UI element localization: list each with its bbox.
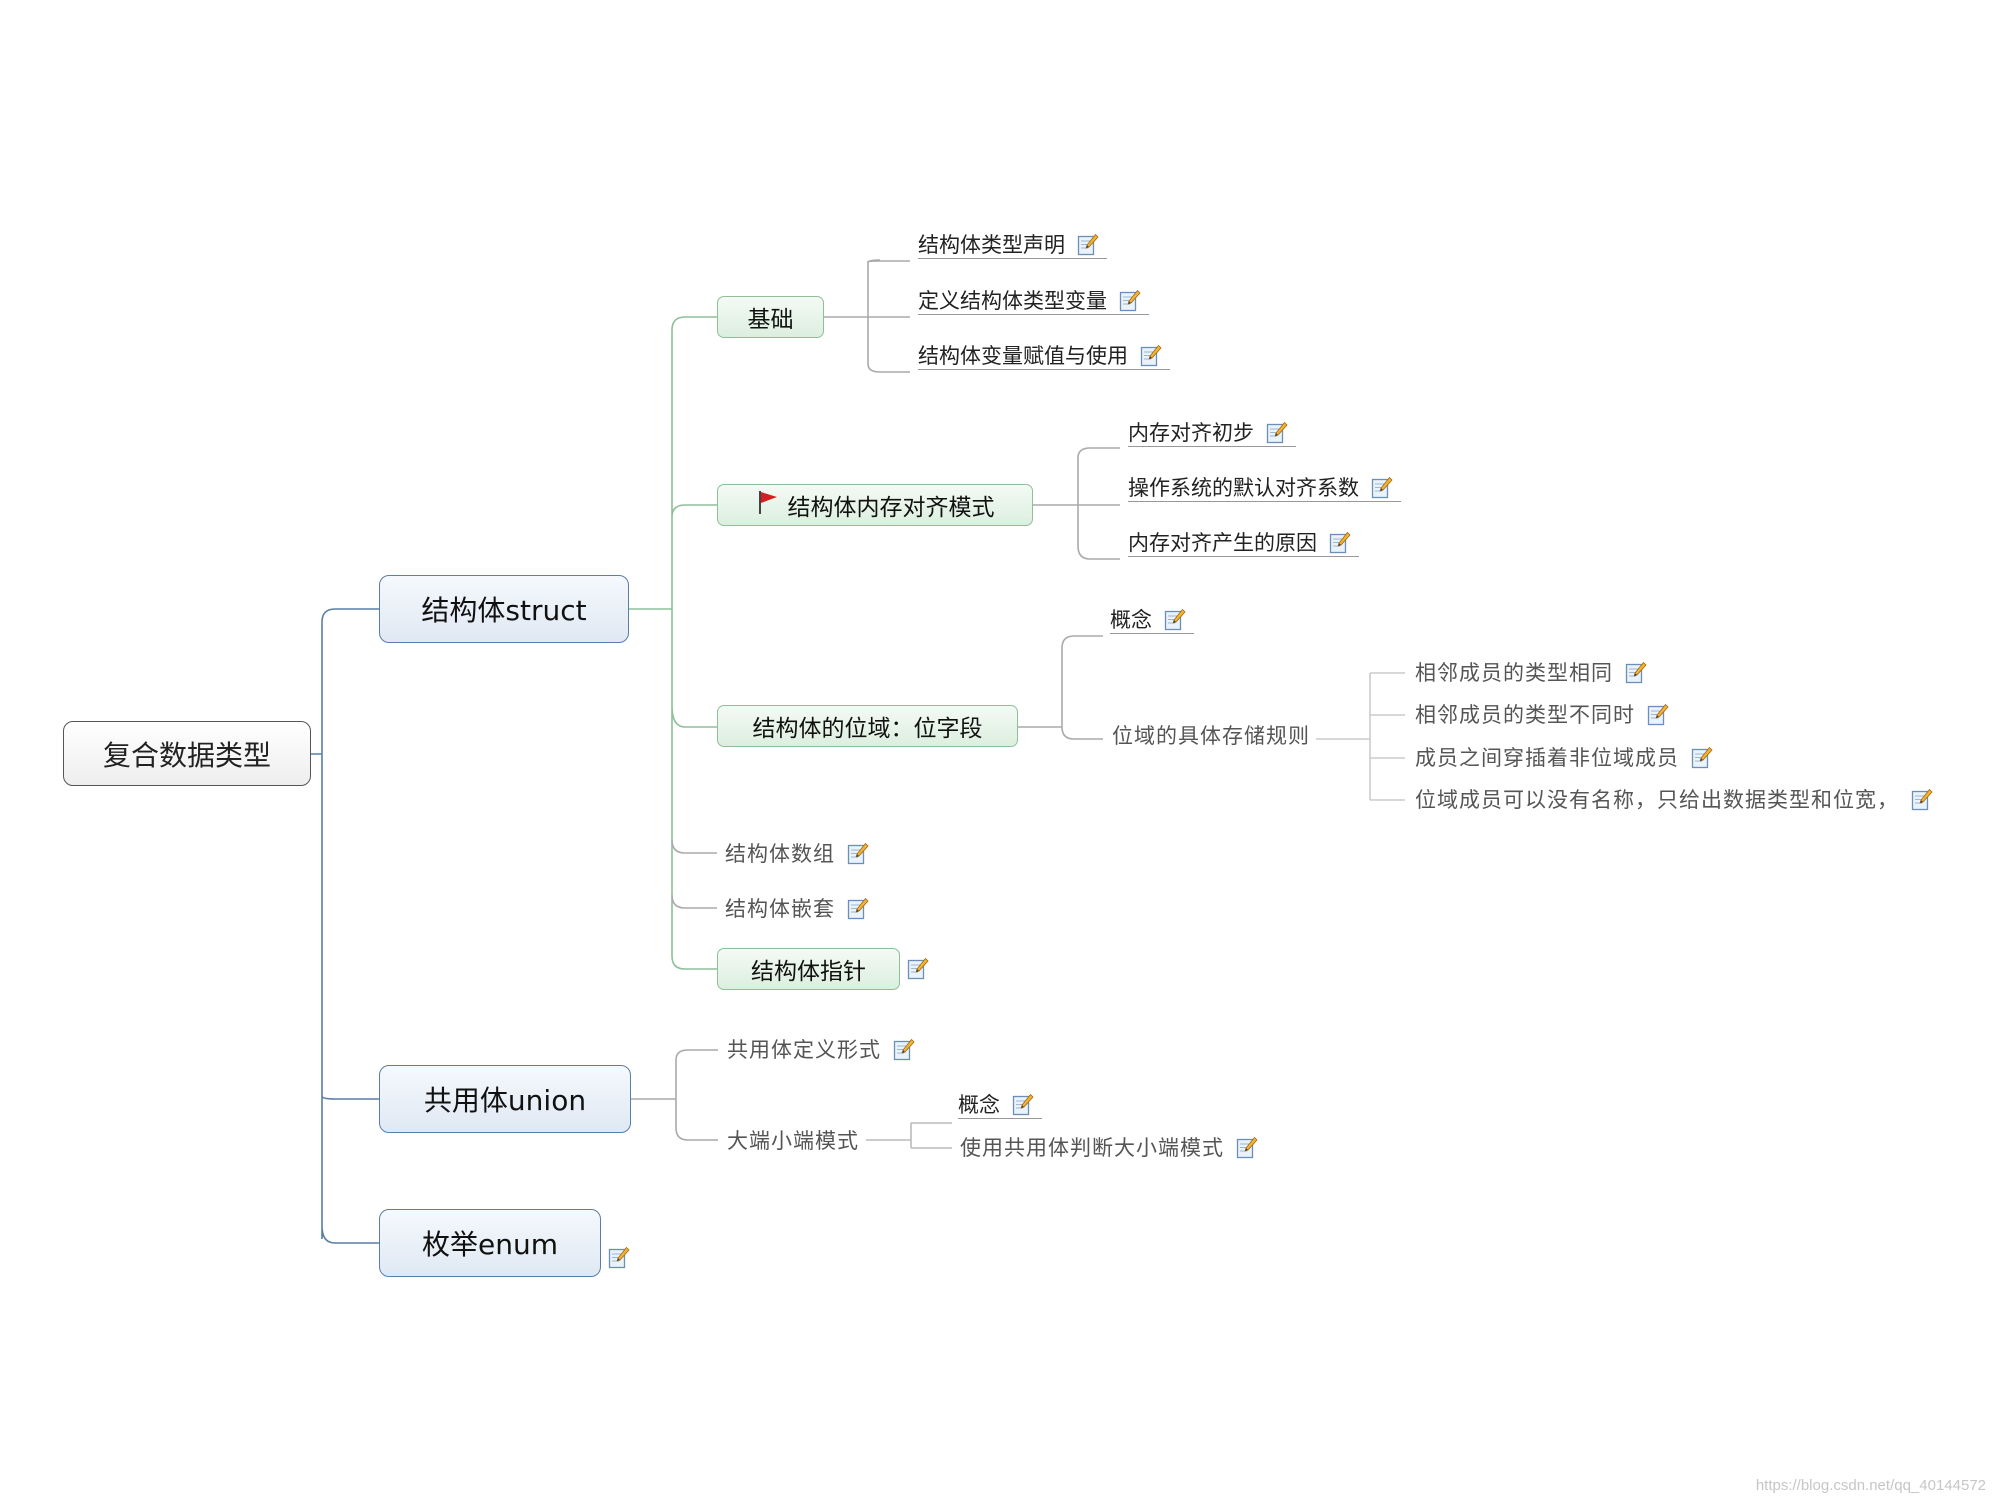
topic-enum[interactable]: 枚举enum [379, 1209, 601, 1277]
note-pencil-icon[interactable] [847, 842, 869, 866]
topic-union[interactable]: 共用体union [379, 1065, 631, 1133]
subtopic-alignment-label: 结构体内存对齐模式 [787, 495, 995, 521]
leaf-label: 定义结构体类型变量 [918, 289, 1107, 313]
leaf-label: 使用共用体判断大小端模式 [960, 1136, 1224, 1160]
leaf-union-definition[interactable]: 共用体定义形式 [727, 1037, 915, 1063]
note-pencil-icon[interactable] [608, 1246, 630, 1270]
note-pencil-icon[interactable] [1164, 608, 1186, 632]
leaf-label: 概念 [958, 1093, 1000, 1117]
leaf-label: 相邻成员的类型相同 [1415, 661, 1613, 685]
leaf-label: 大端小端模式 [727, 1129, 859, 1153]
subtopic-basics[interactable]: 基础 [717, 296, 824, 338]
leaf-struct-nesting[interactable]: 结构体嵌套 [725, 896, 869, 922]
leaf-label: 结构体变量赋值与使用 [918, 344, 1128, 368]
watermark: https://blog.csdn.net/qq_40144572 [1755, 1477, 1986, 1494]
leaf-rule-1[interactable]: 相邻成员的类型相同 [1415, 660, 1647, 686]
leaf-label: 结构体类型声明 [918, 233, 1065, 257]
leaf-label: 内存对齐产生的原因 [1128, 531, 1317, 555]
note-pencil-icon[interactable] [907, 957, 929, 981]
note-pencil-icon[interactable] [1119, 289, 1141, 313]
leaf-label: 位域的具体存储规则 [1112, 724, 1310, 748]
leaf-alignment-3[interactable]: 内存对齐产生的原因 [1128, 530, 1359, 557]
leaf-endian-concept[interactable]: 概念 [958, 1092, 1042, 1119]
note-pencil-icon[interactable] [1140, 344, 1162, 368]
note-pencil-icon[interactable] [893, 1038, 915, 1062]
subtopic-pointer[interactable]: 结构体指针 [717, 948, 900, 990]
leaf-union-endian[interactable]: 大端小端模式 [727, 1128, 859, 1154]
leaf-label: 内存对齐初步 [1128, 421, 1254, 445]
leaf-rule-2[interactable]: 相邻成员的类型不同时 [1415, 702, 1669, 728]
leaf-bitfield-rules[interactable]: 位域的具体存储规则 [1112, 723, 1310, 749]
leaf-rule-4[interactable]: 位域成员可以没有名称，只给出数据类型和位宽， [1415, 787, 1933, 813]
topic-struct[interactable]: 结构体struct [379, 575, 629, 643]
leaf-bitfield-concept[interactable]: 概念 [1110, 607, 1194, 634]
leaf-basics-1[interactable]: 结构体类型声明 [918, 232, 1107, 259]
leaf-alignment-2[interactable]: 操作系统的默认对齐系数 [1128, 475, 1401, 502]
leaf-label: 相邻成员的类型不同时 [1415, 703, 1635, 727]
note-pencil-icon[interactable] [1236, 1136, 1258, 1160]
note-pencil-icon[interactable] [1625, 661, 1647, 685]
leaf-label: 概念 [1110, 608, 1152, 632]
leaf-label: 操作系统的默认对齐系数 [1128, 476, 1359, 500]
note-pencil-icon[interactable] [1329, 531, 1351, 555]
subtopic-bitfield[interactable]: 结构体的位域：位字段 [717, 705, 1018, 747]
note-pencil-icon[interactable] [847, 897, 869, 921]
leaf-basics-3[interactable]: 结构体变量赋值与使用 [918, 343, 1170, 370]
leaf-label: 共用体定义形式 [727, 1038, 881, 1062]
root-topic[interactable]: 复合数据类型 [63, 721, 311, 786]
leaf-label: 成员之间穿插着非位域成员 [1415, 746, 1679, 770]
note-pencil-icon[interactable] [1266, 421, 1288, 445]
leaf-struct-array[interactable]: 结构体数组 [725, 841, 869, 867]
note-pencil-icon[interactable] [1077, 233, 1099, 257]
leaf-alignment-1[interactable]: 内存对齐初步 [1128, 420, 1296, 447]
leaf-label: 结构体嵌套 [725, 897, 835, 921]
leaf-endian-judge[interactable]: 使用共用体判断大小端模式 [960, 1135, 1258, 1161]
note-pencil-icon[interactable] [1371, 476, 1393, 500]
leaf-rule-3[interactable]: 成员之间穿插着非位域成员 [1415, 745, 1713, 771]
leaf-basics-2[interactable]: 定义结构体类型变量 [918, 288, 1149, 315]
leaf-label: 结构体数组 [725, 842, 835, 866]
note-pencil-icon[interactable] [1691, 746, 1713, 770]
subtopic-alignment[interactable]: 结构体内存对齐模式 [717, 484, 1033, 526]
red-flag-icon [756, 489, 780, 521]
note-pencil-icon[interactable] [1911, 788, 1933, 812]
note-pencil-icon[interactable] [1012, 1093, 1034, 1117]
note-pencil-icon[interactable] [1647, 703, 1669, 727]
leaf-label: 位域成员可以没有名称，只给出数据类型和位宽， [1415, 788, 1899, 812]
